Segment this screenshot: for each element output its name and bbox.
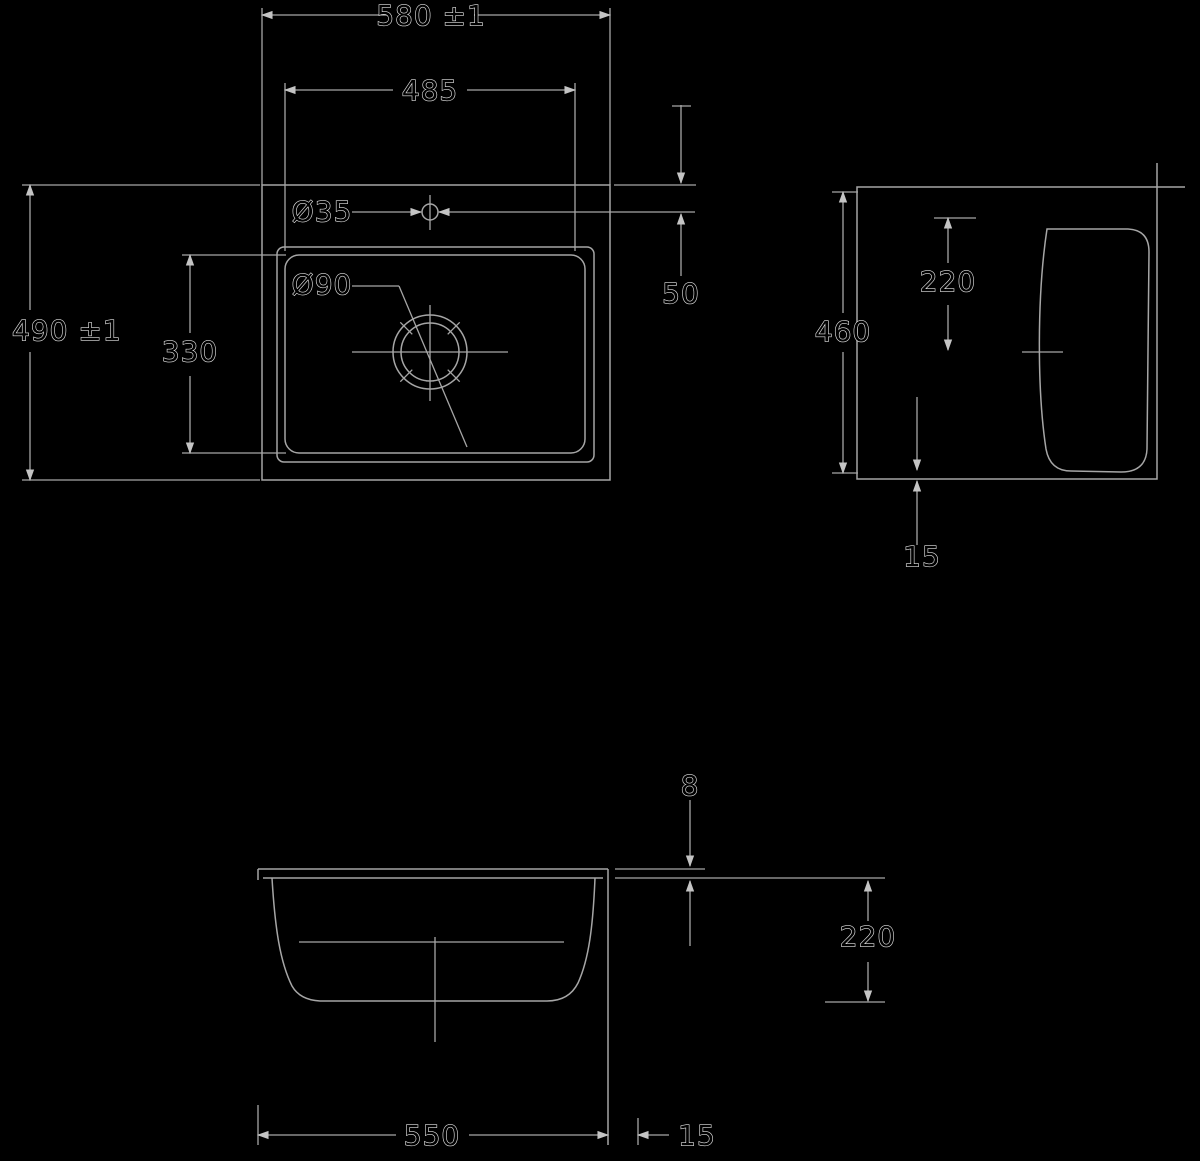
dim-rim-thickness: 8 [615,768,885,946]
label-drain-diameter: Ø90 [292,268,353,301]
dim-tap-offset: 50 [614,105,700,311]
label-basin-depth-front: 220 [840,920,896,953]
drain-symbol [352,305,508,401]
sink-outline-plan [261,184,611,481]
label-side-offset: 15 [678,1119,716,1152]
dim-bottom-clearance: 15 [903,397,941,574]
label-basin-depth: 330 [162,335,218,368]
label-overall-width: 580 ±1 [376,0,486,32]
dim-overall-depth: 490 ±1 [11,183,260,482]
label-basin-width: 485 [402,74,458,107]
label-rim-thickness: 8 [681,769,700,802]
dim-basin-width-front: 550 [256,1105,610,1153]
dim-basin-depth: 330 [161,253,286,455]
sink-outline-front [257,868,609,1145]
label-bottom-clearance: 15 [903,540,941,573]
label-drain-center-depth: 220 [920,265,976,298]
basin-profile-side [1038,228,1150,473]
basin-profile-front [271,877,596,1002]
dim-overall-width: 580 ±1 [260,0,612,185]
dim-drain-center-depth: 220 [919,216,976,352]
label-tap-hole-diameter: Ø35 [292,195,353,228]
dim-basin-width: 485 [283,73,577,251]
side-view: 460 220 15 [814,163,1185,574]
label-basin-width-front: 550 [404,1119,460,1152]
label-tap-offset: 50 [662,277,700,310]
plan-view: 580 ±1 485 490 ±1 330 Ø35 [11,0,700,482]
dim-overall-height: 460 [814,190,871,475]
dim-side-offset: 15 [636,1118,716,1153]
leader-drain-diameter: Ø90 [291,267,468,448]
dim-tap-hole: Ø35 [291,194,695,229]
sink-outline-side [856,163,1185,480]
front-view: 8 220 550 15 [256,768,896,1153]
dim-basin-depth-front: 220 [825,879,896,1003]
label-overall-height: 460 [815,315,871,348]
label-overall-depth: 490 ±1 [12,314,122,347]
